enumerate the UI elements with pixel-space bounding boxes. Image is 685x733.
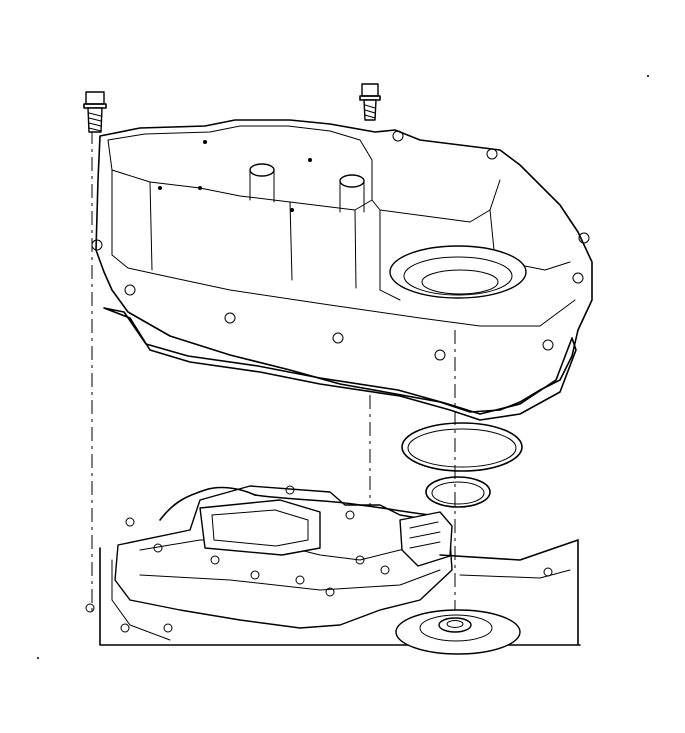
cover-boss-left-side xyxy=(249,169,275,203)
bolt-left-thread xyxy=(88,112,102,132)
scan-speck xyxy=(37,657,39,659)
bolt-left-head xyxy=(85,91,105,105)
case-pump-bore-mid xyxy=(419,614,493,642)
transaxle-case xyxy=(85,539,581,655)
large-seal-inner xyxy=(407,428,517,468)
wiring-harness-right xyxy=(254,494,431,516)
bolt-center-head xyxy=(361,83,379,97)
cover-hole xyxy=(578,232,590,244)
small-seal-inner xyxy=(431,481,485,505)
cover-hole xyxy=(434,349,446,361)
cover-hole xyxy=(124,284,136,296)
large-seal-outer xyxy=(401,422,523,472)
cover-lower-edge xyxy=(111,169,576,327)
valve-body-mid-edge xyxy=(139,569,441,591)
bolt-left xyxy=(83,91,107,133)
cover-hole xyxy=(392,130,404,142)
connector-pins xyxy=(409,521,441,549)
cover-dots xyxy=(158,140,312,212)
cover-hole xyxy=(486,148,498,160)
cover-opening-inner xyxy=(421,269,499,295)
cover-hole xyxy=(572,272,584,284)
cover-opening-outer xyxy=(389,245,527,299)
alignment-lines xyxy=(91,130,456,622)
cover-hole xyxy=(224,312,236,324)
cover-boss-right xyxy=(339,174,365,188)
case-outline xyxy=(99,539,581,646)
case-detail-lines xyxy=(111,559,571,641)
bolt-center xyxy=(359,83,381,121)
cover-outline xyxy=(95,119,593,413)
case-hole xyxy=(85,603,95,613)
valve-body-top-edge xyxy=(139,539,431,561)
valve-body-cover xyxy=(91,119,593,413)
bolt-center-thread xyxy=(364,104,376,119)
case-hole xyxy=(543,567,553,577)
wiring-harness-left xyxy=(159,486,256,521)
case-pump-bore-center xyxy=(446,620,464,628)
cover-top-face xyxy=(107,125,373,211)
bolt-left-flange xyxy=(83,103,107,109)
cover-hole xyxy=(542,339,554,351)
bolt-center-shank xyxy=(363,99,377,121)
valve-body-bolts xyxy=(125,485,390,597)
cover-opening-mid xyxy=(403,256,513,296)
cover-boss-left xyxy=(249,163,275,177)
cover-hole xyxy=(332,332,344,344)
case-hole xyxy=(120,623,130,633)
cover-bolt-holes xyxy=(91,130,590,361)
valve-body-assembly xyxy=(114,485,453,629)
small-seal-ring xyxy=(425,476,491,508)
valve-body-solenoid-face xyxy=(211,509,309,547)
cover-body-edges xyxy=(149,179,501,289)
cover-boss-right-side xyxy=(339,180,365,213)
case-pump-bore-hub xyxy=(438,617,472,633)
valve-body-solenoid-block xyxy=(199,499,321,556)
bolt-center-flange xyxy=(359,95,381,101)
cover-gasket xyxy=(103,307,577,421)
small-seal-outer xyxy=(425,476,491,508)
case-hole xyxy=(163,623,173,633)
large-seal-ring xyxy=(401,422,523,472)
cover-hole xyxy=(91,239,103,251)
scan-speck xyxy=(647,75,649,77)
